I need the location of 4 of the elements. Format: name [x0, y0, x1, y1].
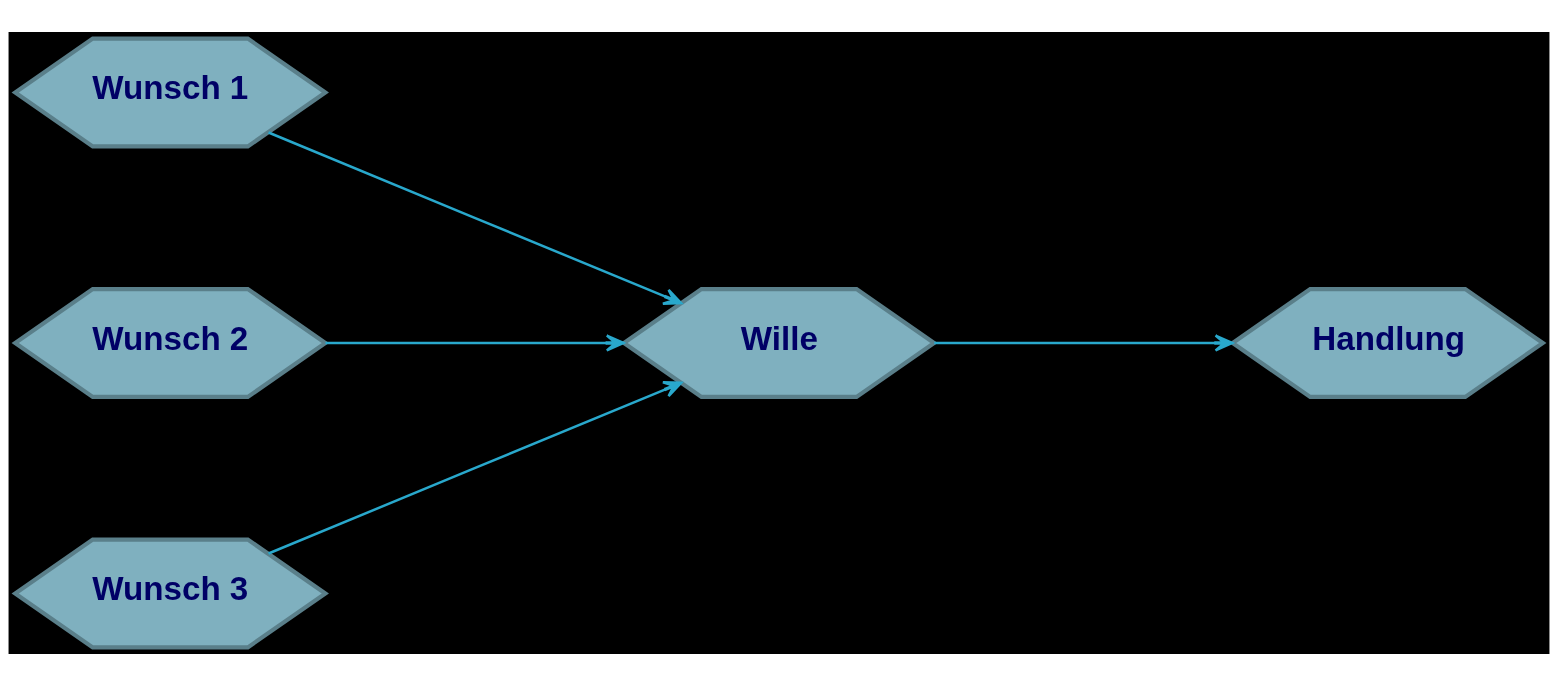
arrow	[325, 334, 625, 352]
arrow	[268, 381, 683, 555]
arrow	[268, 131, 683, 305]
arrow	[934, 334, 1234, 352]
